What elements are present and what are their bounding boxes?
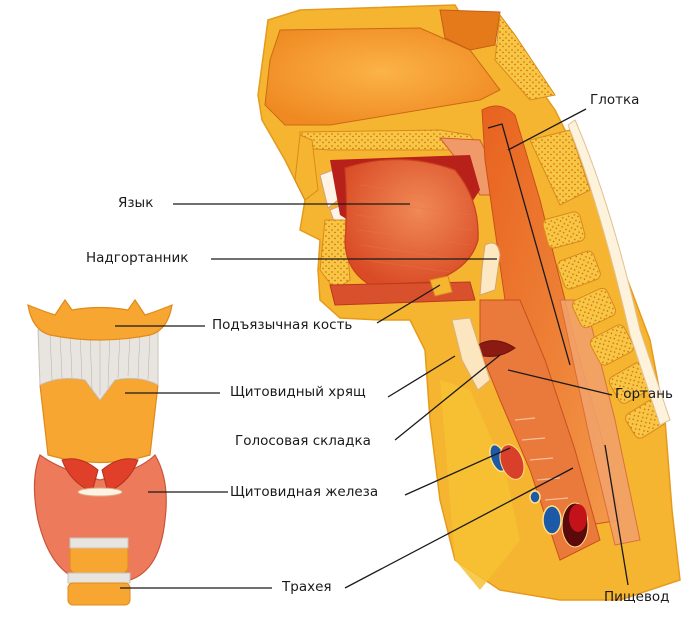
leader-pishchevod [604, 444, 629, 586]
leader-lines [115, 108, 629, 589]
hyoid-bone-frontal [27, 298, 173, 341]
larynx-trachea [479, 299, 601, 561]
label-epiglottis: Надгортанник [86, 250, 189, 266]
sphenoid-sinus [439, 9, 501, 51]
label-tongue: Язык [118, 195, 154, 211]
label-larynx: Гортань [615, 386, 673, 402]
leader-golosovaya-skladka [394, 354, 501, 441]
leader-glotka-inner [487, 123, 571, 366]
leader-gortan [507, 369, 613, 396]
label-vocal-fold: Голосовая складка [235, 433, 371, 449]
leader-glotka [507, 108, 587, 151]
label-esophagus: Пищевод [604, 589, 670, 605]
label-thyroid-gland: Щитовидная железа [230, 484, 379, 500]
thyroid-gland [33, 454, 167, 581]
thyroid-cartilage-section [451, 317, 491, 391]
leader-podyazychnaya-kost-right [376, 284, 441, 324]
label-thyroid-cartilage: Щитовидный хрящ [230, 384, 366, 400]
label-hyoid-bone: Подъязычная кость [212, 317, 353, 333]
trachea-frontal [69, 544, 129, 574]
leader-shchitovidnaya-zheleza-right [404, 447, 511, 496]
leader-shchitovidny-khryashch-right [387, 355, 456, 398]
artery [499, 444, 525, 480]
label-trachea: Трахея [282, 579, 332, 595]
frontal-larynx-illustration [27, 298, 173, 606]
nasal-cavity [264, 27, 501, 126]
epiglottis [479, 242, 501, 296]
hyoid-bone [429, 275, 453, 297]
label-pharynx: Глотка [590, 92, 640, 108]
vocal-fold [477, 340, 516, 357]
leader-trakheya-right [344, 467, 574, 589]
